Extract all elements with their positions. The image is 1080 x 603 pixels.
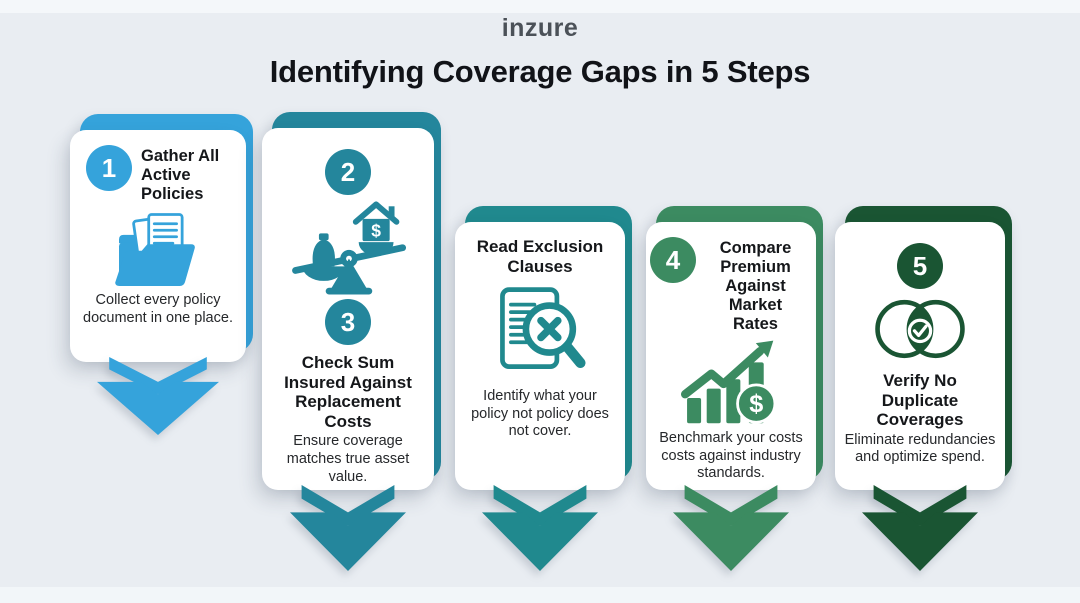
background-strip-top — [0, 0, 1080, 13]
step-3-number-badge: 3 — [325, 299, 371, 345]
document-magnifier-x-icon — [500, 287, 586, 370]
balance-scale-house-icon: $ — [292, 201, 407, 295]
step-5-down-arrow — [862, 485, 978, 571]
step-2-number-badge: 2 — [325, 149, 371, 195]
step-1-down-arrow — [97, 357, 219, 435]
step-2-card: 2 $ 3 Check Su — [262, 128, 434, 490]
growth-chart-dollar-icon: $ — [680, 340, 777, 424]
step-2-down-arrow — [290, 485, 406, 571]
step-card-4: 4 Compare Premium Against Market Rates $… — [646, 206, 823, 571]
page-title: Identifying Coverage Gaps in 5 Steps — [269, 54, 811, 89]
step-1-card: 1 Gather All Active Policies — [70, 130, 246, 362]
svg-text:$: $ — [749, 390, 763, 418]
step-3-title: Read Exclusion Clauses — [476, 237, 604, 276]
brand-logo-text: inzure — [501, 14, 579, 42]
step-3-description: Identify what your policy not policy doe… — [471, 388, 609, 440]
step-5-title: Verify No Duplicate Coverages — [876, 371, 964, 430]
step-card-3: Read Exclusion Clauses — [455, 206, 632, 571]
step-3-icon-box — [493, 284, 587, 376]
step-2-icon-box: $ — [285, 197, 411, 297]
step-4-down-arrow — [673, 485, 789, 571]
step-2-description: Ensure coverage matches true asset value… — [286, 433, 410, 485]
step-4-description: Benchmark your costs costs against indus… — [659, 429, 803, 482]
background-strip-bottom — [0, 587, 1080, 603]
step-card-1: 1 Gather All Active Policies — [70, 114, 253, 435]
step-5-icon-box — [868, 293, 972, 365]
step-1-icon-box — [111, 208, 205, 286]
step-3-down-arrow — [482, 485, 598, 571]
step-4-icon-box: $ — [679, 340, 783, 426]
step-5-number-badge: 5 — [897, 243, 943, 289]
step-4-title: Compare Premium Against Market Rates — [719, 239, 792, 333]
step-3-card: Read Exclusion Clauses — [455, 222, 625, 490]
step-card-2: 2 $ 3 Check Su — [262, 112, 441, 571]
step-1-number-badge: 1 — [86, 145, 132, 191]
folder-documents-icon — [115, 213, 195, 286]
step-1-description: Collect every policy document in one pla… — [83, 291, 233, 326]
step-5-card: 5 Verify No Duplicate Coverages Eliminat… — [835, 222, 1005, 490]
svg-text:$: $ — [371, 220, 381, 240]
step-4-number-badge: 4 — [650, 237, 696, 283]
step-5-description: Eliminate redundancies and optimize spen… — [844, 431, 996, 466]
venn-check-icon — [875, 299, 965, 359]
step-card-5: 5 Verify No Duplicate Coverages Eliminat… — [835, 206, 1012, 571]
step-4-card: 4 Compare Premium Against Market Rates $… — [646, 222, 816, 490]
step-2-title: Check Sum Insured Against Replacement Co… — [284, 353, 412, 431]
step-1-title: Gather All Active Policies — [141, 147, 220, 203]
